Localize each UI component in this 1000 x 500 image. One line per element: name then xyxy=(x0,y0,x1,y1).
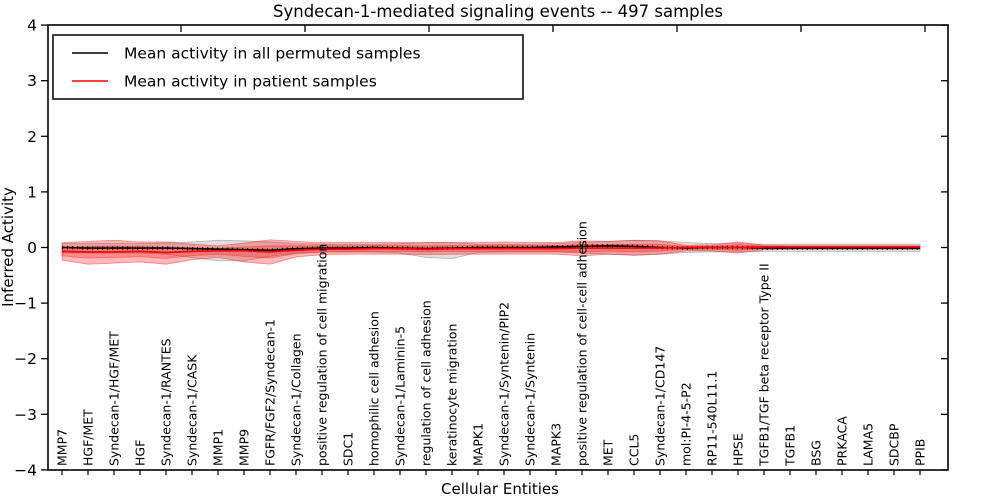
y-tick-label: −4 xyxy=(14,461,37,479)
patient-samples-range-outer-band xyxy=(61,239,921,265)
x-axis-label: Cellular Entities xyxy=(441,480,559,498)
y-tick-label: 2 xyxy=(27,128,37,146)
x-tick-label: Syndecan-1/Syntenin/PIP2 xyxy=(497,302,512,466)
y-tick-label: −1 xyxy=(14,295,37,313)
plot-area: 4 3 2 1 0 −1 −2 −3 −4 MMP7 HGF/MET Syndecan-1/HGF/M… xyxy=(14,17,948,479)
x-tick-label: BSG xyxy=(809,440,824,466)
y-tick-label: 1 xyxy=(27,183,37,201)
x-tick-label: PPIB xyxy=(913,439,928,466)
legend-label-patient: Mean activity in patient samples xyxy=(124,73,377,91)
x-tick-label: positive regulation of cell migration xyxy=(315,244,330,466)
x-tick-label: Syndecan-1/Laminin-5 xyxy=(393,326,408,466)
permuted-samples-range-band xyxy=(61,239,921,262)
x-tick-label: HGF xyxy=(133,440,148,466)
x-tick-label: homophilic cell adhesion xyxy=(367,311,382,466)
x-tick-label: SDCBP xyxy=(887,423,902,466)
x-tick-label: MAPK1 xyxy=(471,423,486,466)
x-tick-label: TGFB1/TGF beta receptor Type II xyxy=(757,263,772,467)
x-tick-label: LAMA5 xyxy=(861,423,876,466)
x-tick-label: HPSE xyxy=(731,433,746,466)
patient-mean-line xyxy=(61,246,920,254)
y-tick-label: 3 xyxy=(27,72,37,90)
x-tick-label: MET xyxy=(601,439,616,466)
legend-box xyxy=(52,34,524,100)
x-tick-label: MMP9 xyxy=(237,429,252,466)
x-tick-label: RP11-540L11.1 xyxy=(705,371,720,466)
x-tick-label: mol:PI-4-5-P2 xyxy=(679,382,694,466)
x-tick-label: Syndecan-1/CD147 xyxy=(653,346,668,466)
plot-border xyxy=(47,24,949,471)
permuted-mean-markers xyxy=(61,244,920,252)
y-axis-label: Inferred Activity xyxy=(0,187,17,307)
y-tick-label: 0 xyxy=(27,239,37,257)
x-tick-label: Syndecan-1/CASK xyxy=(185,354,200,466)
x-tick-label: CCL5 xyxy=(627,434,642,466)
legend-label-permuted: Mean activity in all permuted samples xyxy=(124,45,421,63)
x-tick-label: FGFR/FGF2/Syndecan-1 xyxy=(263,319,278,466)
chart-title: Syndecan-1-mediated signaling events -- … xyxy=(273,2,723,21)
y-tick-label: −2 xyxy=(14,350,37,368)
legend: Mean activity in all permuted samples Me… xyxy=(52,34,524,100)
y-tick-label: 4 xyxy=(27,17,37,35)
x-tick-label: Syndecan-1/RANTES xyxy=(159,338,174,466)
x-tick-label: SDC1 xyxy=(341,432,356,466)
x-tick-label: HGF/MET xyxy=(81,409,96,466)
x-tick-label: Syndecan-1/HGF/MET xyxy=(107,331,122,466)
x-tick-label: keratinocyte migration xyxy=(445,324,460,466)
x-tick-label: MMP1 xyxy=(211,429,226,466)
y-tick-label: −3 xyxy=(14,406,37,424)
x-tick-label: positive regulation of cell-cell adhesio… xyxy=(575,221,590,466)
x-tick-label: TGFB1 xyxy=(783,425,798,467)
x-tick-label: MAPK3 xyxy=(549,423,564,466)
x-tick-label: PRKACA xyxy=(835,416,850,466)
x-tick-label: Syndecan-1/Collagen xyxy=(289,333,304,466)
x-tick-label: MMP7 xyxy=(55,429,70,466)
x-tick-label: Syndecan-1/Syntenin xyxy=(523,333,538,466)
x-tick-label: regulation of cell adhesion xyxy=(419,300,434,466)
